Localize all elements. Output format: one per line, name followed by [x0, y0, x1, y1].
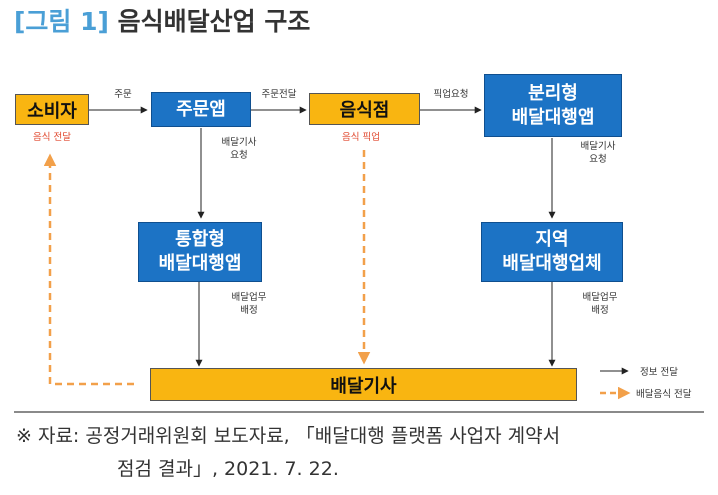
- label-rider-request-separate: 배달기사 요청: [580, 141, 616, 165]
- figure-title: [그림 1] 음식배달산업 구조: [14, 5, 310, 39]
- source-note: ※ 자료: 공정거래위원회 보도자료, 「배달대행 플랫폼 사업자 계약서 점검…: [16, 420, 706, 486]
- node-rider-label: 배달기사: [330, 375, 397, 397]
- source-divider: [14, 411, 704, 413]
- label-order: 주문: [114, 89, 132, 100]
- node-regional-agency-label: 지역 배달대행업체: [502, 229, 602, 274]
- label-pickup-request: 픽업요청: [433, 89, 469, 100]
- node-order-app: 주문앱: [151, 92, 251, 127]
- node-restaurant: 음식점: [309, 93, 420, 125]
- legend-food-text: 배달음식 전달: [636, 389, 692, 400]
- label-rider-request-integrated: 배달기사 요청: [221, 137, 257, 161]
- node-separate-app: 분리형 배달대행앱: [484, 74, 622, 137]
- figure-name: 음식배달산업 구조: [117, 7, 311, 36]
- node-regional-agency: 지역 배달대행업체: [481, 222, 623, 282]
- arrow-rider-to-consumer-food: [43, 153, 134, 386]
- node-integrated-app-label: 통합형 배달대행앱: [158, 229, 242, 274]
- node-integrated-app: 통합형 배달대행앱: [138, 222, 262, 282]
- label-food-pickup: 음식 픽업: [342, 132, 380, 143]
- label-assign-regional: 배달업무 배정: [582, 292, 618, 316]
- label-order-relay: 주문전달: [261, 89, 297, 100]
- node-restaurant-label: 음식점: [339, 100, 390, 121]
- figure-number: [그림 1]: [14, 7, 109, 36]
- node-separate-app-label: 분리형 배달대행앱: [511, 82, 595, 128]
- node-order-app-label: 주문앱: [176, 98, 226, 120]
- node-consumer-label: 소비자: [27, 100, 77, 122]
- legend-info-text: 정보 전달: [640, 367, 678, 378]
- source-line-2: 점검 결과」, 2021. 7. 22.: [117, 458, 339, 480]
- source-line-1: ※ 자료: 공정거래위원회 보도자료, 「배달대행 플랫폼 사업자 계약서: [16, 425, 561, 447]
- node-rider: 배달기사: [150, 368, 577, 401]
- label-food-delivery: 음식 전달: [33, 132, 71, 143]
- label-assign-integrated: 배달업무 배정: [231, 292, 267, 316]
- node-consumer: 소비자: [15, 94, 89, 125]
